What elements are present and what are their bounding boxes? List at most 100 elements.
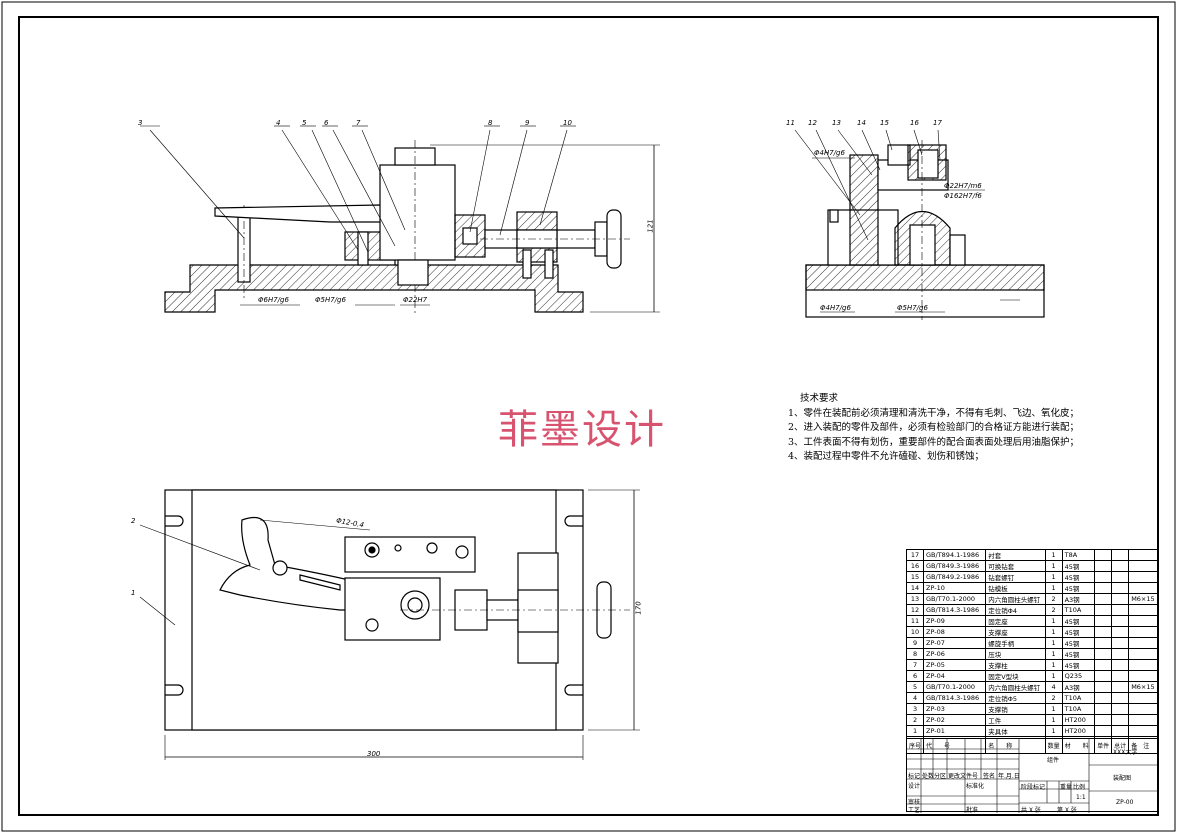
bom-cell-remark xyxy=(1128,725,1158,737)
bom-cell-qty: 1 xyxy=(1044,582,1063,594)
bom-header-no: 序号 xyxy=(905,736,925,754)
tb-university: XXX大学 xyxy=(1113,749,1138,756)
bom-cell-name: 工件 xyxy=(985,714,1046,726)
bom-cell-material: T8A xyxy=(1061,549,1096,561)
bom-cell-qty: 1 xyxy=(1044,648,1063,660)
bom-cell-w2 xyxy=(1111,648,1130,660)
bom-cell-name: 定位销Φ4 xyxy=(985,604,1046,616)
bom-cell-w2 xyxy=(1111,637,1130,649)
bom-cell-code: GB/T894.1-1986 xyxy=(923,549,987,561)
bom-cell-w2 xyxy=(1111,681,1130,693)
bom-cell-name: 内六角圆柱头螺钉 xyxy=(985,593,1046,605)
height-dim-121: 121 xyxy=(646,219,655,233)
bom-cell-name: 定位销Φ5 xyxy=(985,692,1046,704)
bom-cell-qty: 1 xyxy=(1044,703,1063,715)
bom-cell-name: 可换钻套 xyxy=(985,560,1046,572)
bom-cell-remark xyxy=(1128,659,1158,671)
part-label-1: 1 xyxy=(131,589,136,597)
bom-cell-material: 45钢 xyxy=(1061,560,1096,572)
part-label-6: 6 xyxy=(324,119,329,127)
fit-dim-phi22: Φ22H7 xyxy=(403,296,428,304)
bom-cell-name: 支撑柱 xyxy=(985,659,1046,671)
bom-cell-qty: 2 xyxy=(1044,604,1063,616)
bom-cell-w1 xyxy=(1094,703,1113,715)
bom-cell-w2 xyxy=(1111,725,1130,737)
bom-cell-no: 11 xyxy=(905,615,925,627)
fit-dim-phi22-m6: Φ22H7/m6 xyxy=(944,182,982,190)
bom-cell-w2 xyxy=(1111,670,1130,682)
bom-cell-name: 钻套螺钉 xyxy=(985,571,1046,583)
bom-cell-qty: 1 xyxy=(1044,659,1063,671)
part-label-12: 12 xyxy=(808,119,817,127)
bom-cell-w1 xyxy=(1094,615,1113,627)
bom-cell-name: 夹具体 xyxy=(985,725,1046,737)
bom-cell-qty: 4 xyxy=(1044,681,1063,693)
bom-cell-name: 支撑座 xyxy=(985,626,1046,638)
bom-cell-w1 xyxy=(1094,725,1113,737)
part-label-4: 4 xyxy=(276,119,281,127)
bom-cell-w1 xyxy=(1094,670,1113,682)
bom-cell-w1 xyxy=(1094,604,1113,616)
bom-cell-name: 固定V型块 xyxy=(985,670,1046,682)
bom-cell-no: 8 xyxy=(905,648,925,660)
part-label-9: 9 xyxy=(525,119,530,127)
bom-cell-code: ZP-06 xyxy=(923,648,987,660)
part-label-10: 10 xyxy=(563,119,572,127)
bom-cell-code: ZP-08 xyxy=(923,626,987,638)
front-base-plate xyxy=(164,264,584,313)
bom-cell-w1 xyxy=(1094,593,1113,605)
top-view xyxy=(139,489,640,760)
bom-cell-remark xyxy=(1128,582,1158,594)
bom-cell-w2 xyxy=(1111,571,1130,583)
tb-design: 设计 xyxy=(908,783,921,790)
fit-dim-phi5: Φ5H7/g6 xyxy=(315,296,346,304)
technical-requirements: 技术要求 1、零件在装配前必须清理和清洗干净，不得有毛刺、飞边、氧化皮； 2、进… xyxy=(788,392,1168,465)
bom-cell-w2 xyxy=(1111,582,1130,594)
bom-cell-code: GB/T849.2-1986 xyxy=(923,571,987,583)
tb-zone: 分区 xyxy=(934,773,947,780)
tb-standard: 标准化 xyxy=(966,783,985,790)
bom-cell-code: GB/T814.3-1986 xyxy=(923,692,987,704)
bom-cell-code: ZP-04 xyxy=(923,670,987,682)
fit-dim-phi6: Φ6H7/g6 xyxy=(258,296,289,304)
bom-cell-remark: M6×15 xyxy=(1128,681,1158,693)
tb-signature: 签名 xyxy=(983,773,996,780)
tb-drawing-no: ZP-00 xyxy=(1116,799,1134,806)
bom-cell-name: 衬套 xyxy=(985,549,1046,561)
part-label-17: 17 xyxy=(933,119,942,127)
bom-cell-material: HT200 xyxy=(1061,714,1096,726)
bom-cell-w1 xyxy=(1094,560,1113,572)
bom-cell-name: 钻模板 xyxy=(985,582,1046,594)
bom-cell-w1 xyxy=(1094,681,1113,693)
tech-req-item: 4、装配过程中零件不允许磕碰、划伤和锈蚀； xyxy=(788,451,985,462)
bom-cell-code: GB/T70.1-2000 xyxy=(923,681,987,693)
bom-cell-no: 9 xyxy=(905,637,925,649)
drill-plate xyxy=(344,536,476,573)
bom-cell-w2 xyxy=(1111,593,1130,605)
tb-process: 工艺 xyxy=(908,807,921,814)
inner-border xyxy=(18,16,1159,816)
bom-cell-qty: 1 xyxy=(1044,571,1063,583)
fit-dim-phi5-side: Φ5H7/g6 xyxy=(897,304,928,312)
bom-cell-qty: 1 xyxy=(1044,560,1063,572)
bom-cell-w2 xyxy=(1111,560,1130,572)
bom-cell-remark xyxy=(1128,648,1158,660)
bom-cell-material: T10A xyxy=(1061,604,1096,616)
bom-cell-w1 xyxy=(1094,549,1113,561)
fit-dim-phi4-bottom: Φ4H7/g6 xyxy=(820,304,851,312)
bom-cell-remark xyxy=(1128,714,1158,726)
side-view xyxy=(794,129,1045,320)
tech-req-item: 2、进入装配的零件及部件，必须有检验部门的合格证方能进行装配； xyxy=(788,422,1080,433)
